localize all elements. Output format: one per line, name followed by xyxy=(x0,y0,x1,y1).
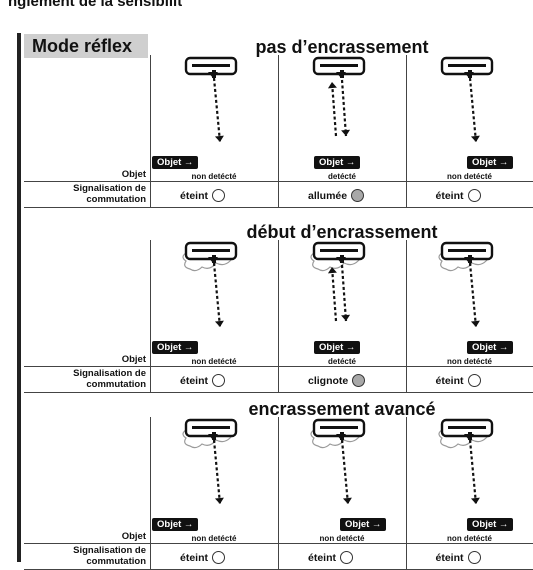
row-rule xyxy=(24,181,533,182)
sensor-diagram xyxy=(438,418,494,505)
switching-signal: éteint xyxy=(180,551,226,564)
signal-label-line1: Signalisation de xyxy=(73,545,146,556)
signal-state: éteint xyxy=(435,551,464,564)
objet-row-label: Objet xyxy=(121,354,146,365)
indicator-led-icon xyxy=(467,374,481,387)
sensor-icon xyxy=(312,56,366,78)
sensor-icon xyxy=(310,418,366,449)
object-tag: Objet → xyxy=(314,341,361,354)
switching-signal: éteint xyxy=(308,551,354,564)
row-rule xyxy=(24,207,533,208)
object-tag: Objet → xyxy=(152,518,199,531)
sensor-diagram xyxy=(182,241,238,328)
section-title: pas d’encrassement xyxy=(255,37,429,57)
switching-signal: éteint xyxy=(436,374,481,387)
indicator-led-icon xyxy=(467,189,481,202)
signal-label-line2: commutation xyxy=(86,379,146,390)
indicator-led-icon xyxy=(340,551,354,564)
sensor-icon xyxy=(440,56,494,78)
mode-label: Mode réflex xyxy=(24,34,148,58)
object-tag: Objet → xyxy=(152,156,199,169)
indicator-led-icon xyxy=(352,374,366,387)
detection-status: non detécté xyxy=(191,357,237,366)
detection-status: detécté xyxy=(327,172,356,181)
switching-signal: éteint xyxy=(436,551,481,564)
detection-status: non detécté xyxy=(191,172,237,181)
indicator-led-icon xyxy=(351,189,365,202)
signal-label-line1: Signalisation de xyxy=(73,368,146,379)
signal-state: éteint xyxy=(435,189,464,202)
detection-status: detécté xyxy=(327,357,356,366)
sensor-diagram xyxy=(438,241,494,328)
signal-state: éteint xyxy=(180,374,209,387)
sensor-diagram xyxy=(312,56,366,137)
sensor-icon xyxy=(438,241,494,272)
indicator-led-icon xyxy=(212,551,226,564)
column-divider xyxy=(150,240,151,392)
signal-state: éteint xyxy=(435,374,464,387)
switching-signal: clignote xyxy=(308,374,366,387)
sensor-icon xyxy=(438,418,494,449)
detection-status: non detécté xyxy=(447,357,492,366)
column-divider xyxy=(406,55,407,207)
switching-signal: éteint xyxy=(180,374,226,387)
sensor-diagram xyxy=(182,418,238,505)
signal-state: éteint xyxy=(308,551,337,564)
sensor-diagram xyxy=(310,418,366,505)
top-heading: nglement de la sensibilit xyxy=(8,0,183,10)
column-divider xyxy=(150,417,151,569)
signal-label-line2: commutation xyxy=(86,194,146,205)
object-tag: Objet → xyxy=(152,341,199,354)
sensor-icon xyxy=(182,418,238,449)
sensor-icon xyxy=(184,56,238,78)
sensor-diagram xyxy=(440,56,494,143)
row-rule xyxy=(24,543,533,544)
objet-row-label: Objet xyxy=(121,531,146,542)
detection-status: non detécté xyxy=(319,534,365,543)
row-rule xyxy=(24,392,533,393)
object-tag: Objet → xyxy=(340,518,387,531)
object-tag: Objet → xyxy=(467,341,514,354)
sensor-diagram xyxy=(184,56,238,143)
signal-state: clignote xyxy=(308,374,349,387)
signal-state: éteint xyxy=(180,189,209,202)
switching-signal: éteint xyxy=(436,189,481,202)
sensor-diagram xyxy=(310,241,366,322)
row-rule xyxy=(24,366,533,367)
column-divider xyxy=(150,55,151,207)
sensor-icon xyxy=(182,241,238,272)
column-divider xyxy=(278,417,279,569)
signal-state: éteint xyxy=(180,551,209,564)
column-divider xyxy=(278,55,279,207)
signal-state: allumée xyxy=(308,189,348,202)
indicator-led-icon xyxy=(467,551,481,564)
detection-status: non detécté xyxy=(447,172,492,181)
object-tag: Objet → xyxy=(314,156,361,169)
column-divider xyxy=(278,240,279,392)
object-tag: Objet → xyxy=(467,518,514,531)
objet-row-label: Objet xyxy=(121,169,146,180)
signal-label-line1: Signalisation de xyxy=(73,183,146,194)
switching-signal: éteint xyxy=(180,189,226,202)
object-tag: Objet → xyxy=(467,156,514,169)
left-bar xyxy=(17,33,21,562)
column-divider xyxy=(406,417,407,569)
detection-status: non detécté xyxy=(191,534,237,543)
indicator-led-icon xyxy=(212,374,226,387)
indicator-led-icon xyxy=(212,189,226,202)
detection-status: non detécté xyxy=(447,534,492,543)
section-title: encrassement avancé xyxy=(248,399,436,419)
sensor-icon xyxy=(310,241,366,272)
section-title: début d’encrassement xyxy=(246,222,438,242)
column-divider xyxy=(406,240,407,392)
switching-signal: allumée xyxy=(308,189,365,202)
